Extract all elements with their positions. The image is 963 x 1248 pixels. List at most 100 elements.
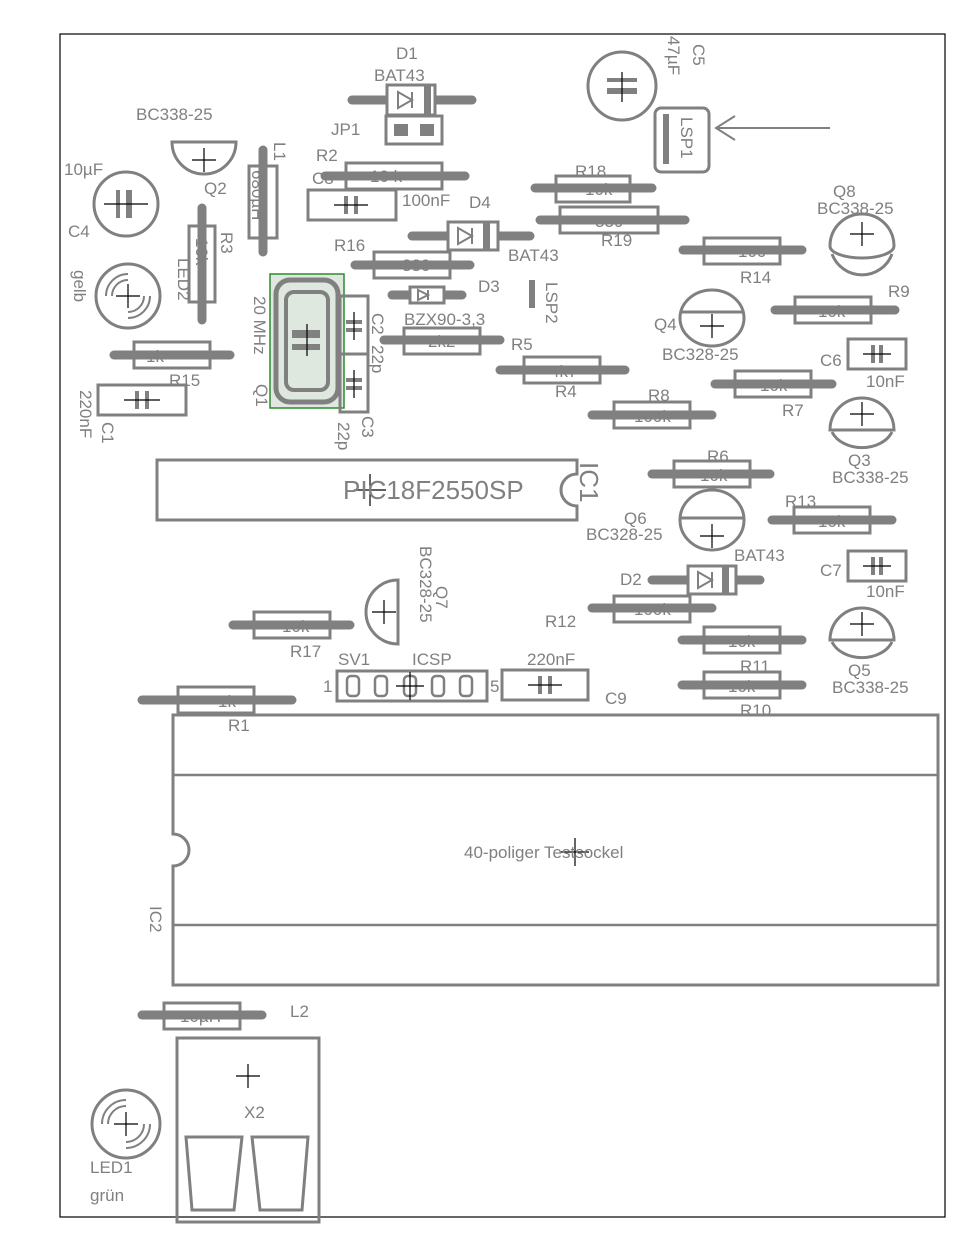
r4-value: 4k7 — [550, 362, 577, 381]
q4-ref: Q4 — [654, 315, 677, 334]
r7-ref: R7 — [782, 401, 804, 420]
d3-ref: D3 — [478, 277, 500, 296]
q6-value: BC328-25 — [586, 525, 663, 544]
ic2-socket — [171, 713, 940, 987]
r-2k2-value: 2k2 — [428, 332, 455, 351]
crystal-q1 — [269, 273, 345, 409]
buzzer-lsp1 — [653, 106, 830, 174]
sv1-ref: SV1 — [338, 650, 370, 669]
q7-value: BC328-25 — [416, 546, 435, 623]
connector-x2 — [175, 1036, 321, 1224]
q4-value: BC328-25 — [662, 345, 739, 364]
led2-value: gelb — [70, 270, 89, 302]
resistor-r8 — [587, 400, 717, 430]
sv1-pin5: 5 — [490, 677, 499, 696]
c3-value: 22p — [334, 422, 353, 450]
diode-d3 — [387, 285, 467, 305]
c5-value: 47µF — [664, 36, 683, 75]
r17-value: 10k — [282, 617, 310, 636]
resistor-r13 — [767, 505, 897, 535]
c7-ref: C7 — [820, 561, 842, 580]
buzzer-lsp2 — [529, 280, 535, 308]
r18-value: 10k — [585, 180, 613, 199]
led2-ref: LED2 — [174, 258, 193, 301]
r2-ref: R2 — [316, 146, 338, 165]
lsp1-ref: LSP1 — [677, 117, 696, 159]
transistor-q7 — [364, 578, 400, 646]
d2-value: BAT43 — [734, 546, 785, 565]
d4-value: BAT43 — [508, 246, 559, 265]
sv1-value: ICSP — [412, 650, 452, 669]
x2-ref: X2 — [244, 1103, 265, 1122]
c1-value: 220nF — [76, 390, 95, 438]
c9-value: 220nF — [527, 650, 575, 669]
resistor-r9 — [770, 295, 900, 325]
jumper-jp1 — [384, 114, 444, 146]
q1-value: 20 MHz — [250, 296, 269, 355]
resistor-r3 — [187, 203, 217, 325]
r19-value: 330 — [595, 212, 623, 231]
c2-value: 22p — [368, 345, 387, 373]
q3-value: BC338-25 — [832, 468, 909, 487]
q3-ref: Q3 — [848, 451, 871, 470]
q8-value: BC338-25 — [817, 199, 894, 218]
led1-value: grün — [90, 1186, 124, 1205]
d2-ref: D2 — [620, 570, 642, 589]
c5-ref: C5 — [689, 44, 708, 66]
resistor-r15 — [109, 340, 235, 370]
c1-ref: C1 — [98, 422, 117, 444]
q2-ref: Q2 — [204, 179, 227, 198]
inductor-l1 — [247, 145, 279, 257]
r10-ref: R10 — [740, 701, 771, 720]
r11-value: 10k — [728, 632, 756, 651]
c8-value: 100nF — [402, 191, 450, 210]
resistor-2k2 — [379, 326, 505, 356]
c6-ref: C6 — [820, 351, 842, 370]
l1-value: 680µH — [248, 170, 267, 220]
ic1-ref: IC1 — [574, 462, 604, 502]
resistor-r18 — [530, 174, 657, 204]
r14-ref: R14 — [740, 268, 771, 287]
c6-value: 10nF — [866, 372, 905, 391]
transistor-q4 — [678, 288, 746, 348]
diode-d2 — [647, 564, 765, 596]
sv1-pin1: 1 — [323, 677, 332, 696]
transistor-q2 — [170, 140, 238, 176]
q5-ref: Q5 — [848, 661, 871, 680]
r14-value: 100 — [738, 242, 766, 261]
transistor-q6 — [678, 488, 746, 552]
c4-value: 10µF — [64, 160, 103, 179]
r5-ref: R5 — [511, 335, 533, 354]
r4-ref: R4 — [555, 382, 577, 401]
r12-value: 100k — [634, 600, 671, 619]
c2-ref: C2 — [368, 313, 387, 335]
ic1-package — [155, 458, 579, 522]
r13-ref: R13 — [785, 492, 816, 511]
led-led2 — [94, 262, 162, 330]
r9-ref: R9 — [888, 282, 910, 301]
led1-ref: LED1 — [90, 1158, 133, 1177]
q1-ref: Q1 — [252, 384, 271, 407]
l2-ref: L2 — [290, 1002, 309, 1021]
lsp2-ref: LSP2 — [542, 282, 561, 324]
c8-ref: C8 — [312, 169, 334, 188]
q8-ref: Q8 — [833, 182, 856, 201]
header-sv1 — [335, 669, 489, 703]
resistor-r1 — [137, 685, 297, 715]
r17-ref: R17 — [290, 642, 321, 661]
diode-d1 — [347, 83, 477, 117]
capacitor-c9 — [500, 668, 590, 702]
capacitor-c8 — [306, 188, 398, 222]
r7-value: 10k — [760, 376, 788, 395]
l1-ref: L1 — [270, 142, 289, 161]
r2-value: 10 k — [370, 167, 403, 186]
resistor-r19 — [535, 205, 690, 235]
c9-ref: C9 — [605, 689, 627, 708]
capacitor-c6 — [846, 337, 908, 371]
resistor-r14 — [678, 236, 807, 266]
transistor-q5 — [828, 606, 896, 660]
q5-value: BC338-25 — [832, 678, 909, 697]
q7-ref: Q7 — [432, 586, 451, 609]
r15-value: 1k — [146, 347, 164, 366]
